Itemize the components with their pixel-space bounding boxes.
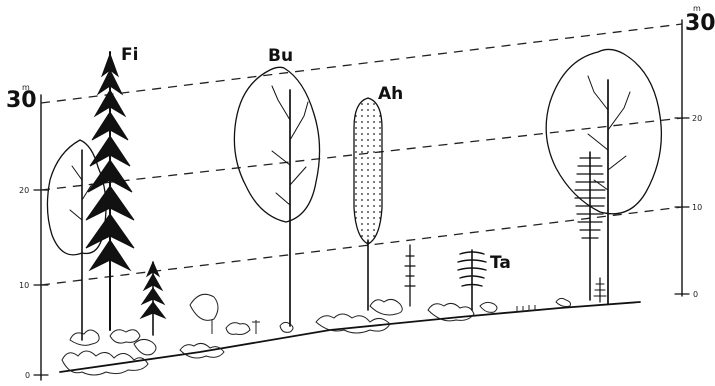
seedling-right bbox=[594, 278, 606, 302]
ground-vegetation bbox=[62, 294, 571, 375]
left-tick-label-0: 0 bbox=[25, 371, 30, 380]
tree-label-fi: Fi bbox=[121, 45, 138, 65]
left-height-scale: m 30 20 10 0 bbox=[6, 83, 48, 380]
tree-sapling bbox=[405, 245, 415, 306]
right-height-scale: m 30 20 10 0 bbox=[675, 4, 715, 299]
tree-label-bu: Bu bbox=[268, 46, 293, 66]
tree-maple-ah bbox=[354, 98, 382, 310]
left-tick-label-20: 20 bbox=[19, 186, 29, 195]
tree-label-ah: Ah bbox=[378, 84, 403, 104]
right-tick-label-10: 10 bbox=[692, 203, 702, 212]
tree-spruce-fi bbox=[86, 52, 134, 330]
left-tick-label-10: 10 bbox=[19, 281, 29, 290]
left-scale-top-label: 30 bbox=[6, 88, 37, 113]
tree-fir-ta bbox=[458, 250, 486, 310]
tree-broadleaf-right bbox=[546, 49, 661, 304]
tree-beech-bu bbox=[234, 67, 319, 326]
right-scale-top-label: 30 bbox=[685, 11, 715, 36]
tree-label-ta: Ta bbox=[490, 253, 511, 273]
right-tick-label-0: 0 bbox=[693, 290, 698, 299]
right-tick-label-20: 20 bbox=[692, 114, 702, 123]
